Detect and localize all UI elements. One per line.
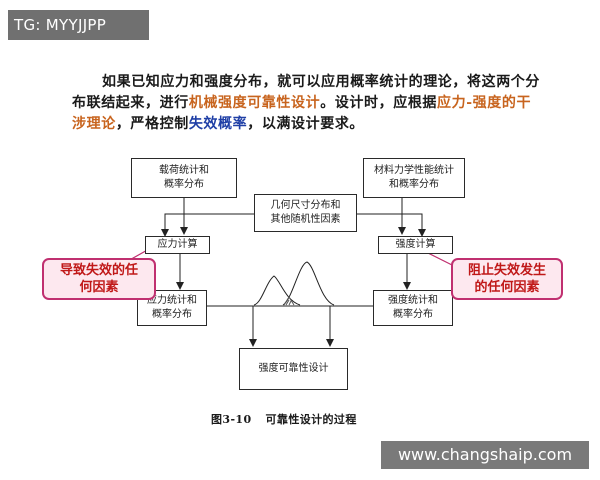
intro-paragraph: 如果已知应力和强度分布，就可以应用概率统计的理论，将这两个分布联结起来，进行机械…	[72, 72, 542, 135]
callout-failure-factors-label: 导致失效的任 何因素	[59, 263, 138, 295]
box-strength-calc-label: 强度计算	[395, 239, 436, 250]
intro-text-2: 。设计时，应根据	[320, 95, 438, 111]
box-load-stats-label: 载荷统计和 概率分布	[159, 165, 209, 190]
callout-prevention-factors-label: 阻止失效发生 的任何因素	[467, 263, 546, 295]
box-material-stats-label: 材料力学性能统计 和概率分布	[374, 165, 454, 190]
box-strength-calc: 强度计算	[378, 236, 453, 254]
intro-text-3: ，严格控制	[115, 116, 189, 132]
arrow-stressstats-to-design	[207, 305, 257, 347]
box-stress-stats-label: 应力统计和 概率分布	[147, 295, 197, 320]
callout-failure-factors: 导致失效的任 何因素	[42, 258, 156, 300]
arrow-strengthstats-to-design	[326, 305, 373, 347]
box-strength-stats: 强度统计和 概率分布	[373, 290, 453, 326]
box-strength-stats-label: 强度统计和 概率分布	[388, 295, 438, 320]
box-load-stats: 载荷统计和 概率分布	[131, 158, 237, 198]
highlight-interference-theory: 应力-强度的干涉理论	[72, 95, 532, 132]
callout-prevention-factors: 阻止失效发生 的任何因素	[451, 258, 563, 300]
box-stress-calc: 应力计算	[145, 236, 210, 254]
box-geometry-factors: 几何尺寸分布和 其他随机性因素	[254, 194, 357, 232]
stress-distribution-curve	[253, 275, 301, 306]
intro-text-1: 如果已知应力和强度分布，就可以应用概率统计的理论，将这两个分布联结起来，进行	[72, 74, 540, 111]
interference-curves	[250, 261, 336, 307]
box-geometry-factors-label: 几何尺寸分布和 其他随机性因素	[270, 200, 341, 225]
intro-text-4: ，以满设计要求。	[247, 116, 365, 132]
interference-zone	[283, 296, 295, 306]
highlight-reliability-design: 机械强度可靠性设计	[188, 95, 321, 111]
figure-title: 可靠性设计的过程	[265, 413, 357, 426]
figure-number: 图3-10	[211, 413, 252, 426]
tag-overlay: TG: MYYJJPP	[8, 10, 149, 40]
box-stress-calc-label: 应力计算	[157, 239, 198, 250]
box-reliability-design: 强度可靠性设计	[239, 348, 348, 390]
highlight-failure-probability: 失效概率	[188, 116, 248, 132]
box-reliability-design-label: 强度可靠性设计	[258, 363, 329, 374]
strength-distribution-curve	[282, 261, 335, 306]
box-stress-stats: 应力统计和 概率分布	[137, 290, 207, 326]
arrow-geometry-to-stress	[161, 213, 254, 237]
figure-caption: 图3-10 可靠性设计的过程	[211, 411, 431, 427]
box-material-stats: 材料力学性能统计 和概率分布	[363, 158, 465, 198]
watermark: www.changshaip.com	[381, 441, 589, 469]
arrow-geometry-to-strength	[357, 213, 426, 237]
